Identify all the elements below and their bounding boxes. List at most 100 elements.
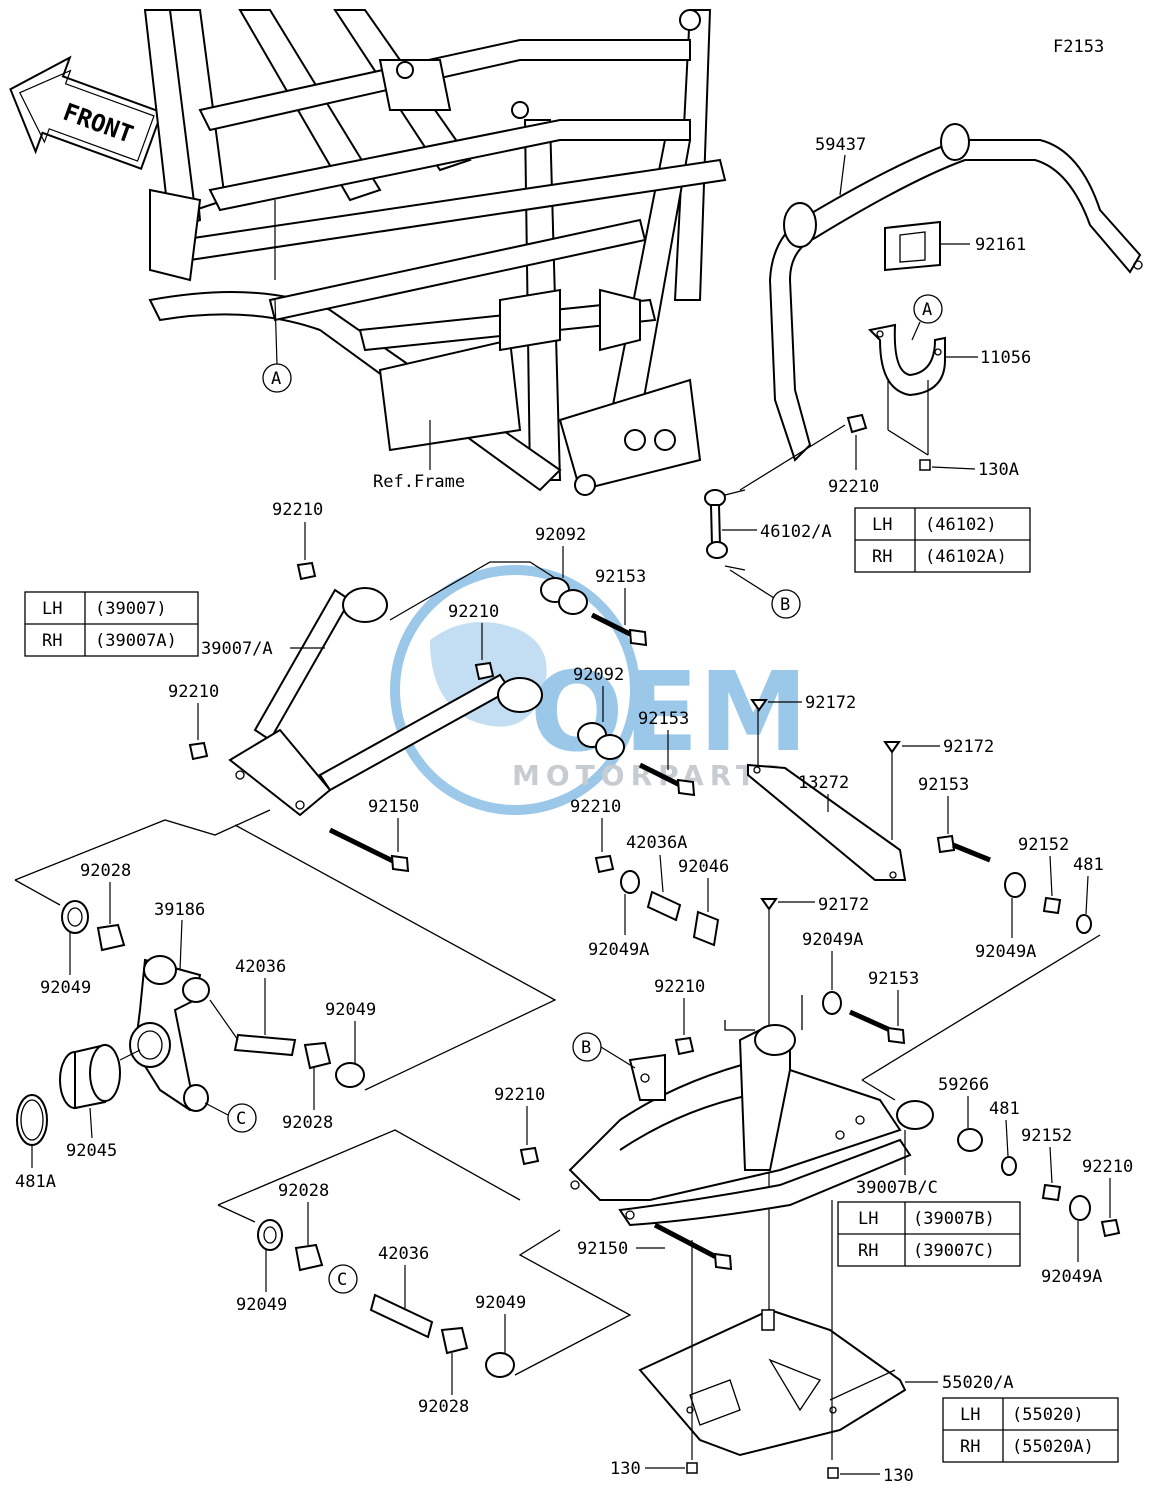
bolt-92153-lower: [848, 1009, 906, 1045]
link-46102: [704, 489, 746, 571]
nut-92210-upper: [296, 561, 317, 581]
label-55020A: 55020/A: [942, 1373, 1014, 1393]
table-55020-rh-part: (55020A): [1012, 1437, 1094, 1457]
upper-a-arm: [228, 587, 543, 817]
label-92150-b: 92150: [577, 1239, 628, 1259]
label-92153-a: 92153: [595, 567, 646, 587]
table-46102: LH (46102) RH (46102A): [854, 507, 1031, 573]
ring-481-b: [1001, 1156, 1017, 1176]
ring-481-a: [1076, 914, 1092, 934]
label-39007BC: 39007B/C: [856, 1178, 938, 1198]
bolt-130a: [919, 459, 931, 471]
nut-92210-left: [188, 741, 209, 761]
knuckle-39186: [129, 955, 210, 1112]
label-92028-d: 92028: [418, 1397, 469, 1417]
label-92172-c: 92172: [818, 895, 869, 915]
callout-b-arm-label: B: [581, 1038, 591, 1058]
callout-c-lower: [328, 1264, 358, 1294]
label-92210-d: 92210: [168, 682, 219, 702]
label-46102A: 46102/A: [760, 522, 832, 542]
washer-92049-a: [61, 900, 89, 934]
skid-plate: [638, 1308, 907, 1457]
nut-92210-f: [674, 1036, 695, 1056]
label-130-b: 130: [883, 1466, 914, 1486]
label-13272: 13272: [798, 773, 849, 793]
callout-b-link-label: B: [780, 595, 790, 615]
watermark-sub: MOTORPARTS: [512, 759, 787, 792]
washer-92049A-c: [822, 991, 842, 1015]
guide-lower-left: [217, 1204, 256, 1223]
nut-92210-mid: [474, 661, 495, 681]
diagram-id: F2153: [1053, 37, 1104, 57]
label-92210-e: 92210: [570, 797, 621, 817]
label-92153-b: 92153: [638, 709, 689, 729]
label-92150-a: 92150: [368, 797, 419, 817]
label-92092-b: 92092: [573, 665, 624, 685]
collar-92028-c: [294, 1243, 324, 1272]
label-92049-c: 92049: [236, 1295, 287, 1315]
callout-c-knuckle-label: C: [236, 1109, 246, 1129]
plate-13272: [747, 763, 907, 881]
guide-knuckle-right: [234, 824, 557, 1091]
label-92049A-c: 92049A: [802, 930, 863, 950]
label-42036-a: 42036: [235, 957, 286, 977]
collar-92028-b: [303, 1041, 332, 1070]
washer-92049A-d: [1069, 1195, 1091, 1221]
guide-lower-right: [514, 1229, 632, 1376]
label-92210-a: 92210: [828, 477, 879, 497]
table-39007-lh-part: (39007): [95, 599, 167, 619]
table-46102-rh: RH: [872, 547, 892, 567]
table-39007-lh: LH: [42, 599, 62, 619]
bearing-92045: [59, 1043, 121, 1110]
ref-frame-label: Ref.Frame: [373, 472, 465, 492]
bushing-59266: [957, 1128, 983, 1152]
table-39007BC-lh-part: (39007B): [913, 1209, 995, 1229]
label-92028-b: 92028: [282, 1113, 333, 1133]
table-55020-rh: RH: [960, 1437, 980, 1457]
label-92049A-a: 92049A: [588, 940, 649, 960]
label-59437: 59437: [815, 135, 866, 155]
label-481A: 481A: [15, 1172, 56, 1192]
bushing-92092-upper: [540, 577, 588, 615]
label-42036-b: 42036: [378, 1244, 429, 1264]
bolt-92153-mid: [638, 762, 696, 797]
table-39007BC-rh-part: (39007C): [913, 1241, 995, 1261]
guide-lower-top: [217, 1129, 521, 1206]
label-481-b: 481: [989, 1099, 1020, 1119]
label-92172-b: 92172: [943, 737, 994, 757]
label-92153-d: 92153: [868, 969, 919, 989]
table-39007BC-lh: LH: [858, 1209, 878, 1229]
clamp-11056: [867, 323, 946, 397]
label-92049-a: 92049: [40, 978, 91, 998]
bushing-92092-lower: [577, 722, 625, 760]
nut-92210-g: [519, 1146, 540, 1166]
table-39007-rh-part: (39007A): [95, 631, 177, 651]
screw-92172-b: [883, 741, 901, 754]
washer-92049-d: [485, 1352, 515, 1378]
lower-a-arm: [568, 1024, 934, 1227]
label-92028-c: 92028: [278, 1181, 329, 1201]
front-arrow: FRONT: [9, 55, 163, 170]
label-130A: 130A: [978, 460, 1019, 480]
label-92049-d: 92049: [475, 1293, 526, 1313]
callout-a-frame-label: A: [271, 369, 281, 389]
table-39007BC: LH (39007B) RH (39007C): [837, 1201, 1021, 1267]
label-11056: 11056: [980, 348, 1031, 368]
label-92210-h: 92210: [1082, 1157, 1133, 1177]
washer-92049A-b: [1004, 872, 1026, 898]
callout-a-clamp: [913, 294, 943, 324]
bolt-130-left: [686, 1462, 698, 1474]
collar-92152-b: [1041, 1183, 1062, 1202]
label-92028-a: 92028: [80, 861, 131, 881]
table-39007: LH (39007) RH (39007A): [24, 591, 199, 657]
bolt-92150-upper: [328, 827, 410, 873]
collar-92028-d: [440, 1326, 469, 1355]
guide-arm-bushing: [724, 1020, 755, 1031]
label-92045: 92045: [66, 1141, 117, 1161]
shaft-42036-b: [369, 1293, 434, 1339]
main-frame: [143, 9, 727, 496]
stabilizer-bar: [768, 123, 1143, 462]
bolt-130-right: [827, 1467, 839, 1479]
bushing-92046: [692, 910, 720, 947]
washer-92049A-a: [620, 870, 640, 894]
